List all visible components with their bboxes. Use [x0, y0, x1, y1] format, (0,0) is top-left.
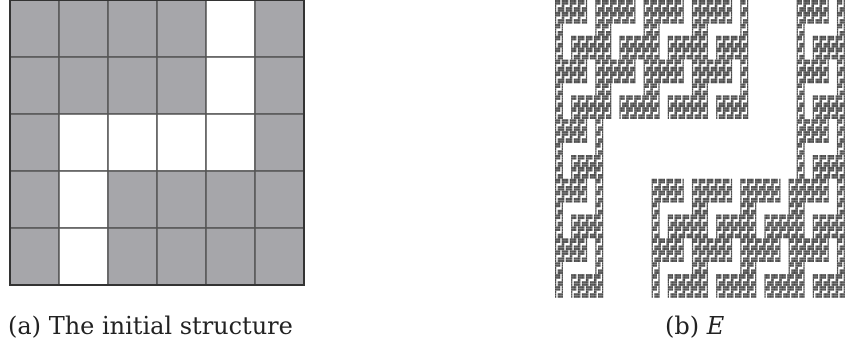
fractal-e-figure — [555, 0, 845, 298]
grid-cell-filled — [107, 0, 158, 58]
grid-cell-filled — [58, 56, 109, 115]
grid-cell-filled — [9, 56, 60, 115]
initial-structure-grid — [9, 0, 305, 286]
grid-cell-empty — [205, 56, 256, 115]
grid-cell-filled — [9, 170, 60, 229]
grid-cell-filled — [156, 227, 207, 286]
grid-cell-filled — [9, 0, 60, 58]
grid-cell-filled — [156, 170, 207, 229]
grid-cell-filled — [107, 56, 158, 115]
caption-b-prefix: (b) — [665, 312, 700, 340]
grid-cell-filled — [254, 0, 305, 58]
caption-b: (b) E — [665, 312, 724, 340]
fractal-e-cells — [555, 0, 845, 298]
grid-cell-empty — [156, 113, 207, 172]
grid-cell-empty — [58, 227, 109, 286]
grid-cell-filled — [107, 227, 158, 286]
grid-cell-filled — [254, 113, 305, 172]
grid-border — [9, 0, 305, 286]
caption-a-text: The initial structure — [48, 312, 293, 340]
grid-cell-empty — [205, 0, 256, 58]
grid-cell-filled — [107, 170, 158, 229]
grid-cell-empty — [205, 113, 256, 172]
grid-cell-filled — [9, 113, 60, 172]
grid-cell-filled — [254, 227, 305, 286]
caption-a: (a) The initial structure — [8, 312, 293, 340]
grid-cell-empty — [58, 113, 109, 172]
grid-cell-filled — [205, 170, 256, 229]
grid-cell-filled — [9, 227, 60, 286]
grid-cell-empty — [107, 113, 158, 172]
grid-cell-filled — [58, 0, 109, 58]
grid-cell-filled — [156, 56, 207, 115]
fractal-e-mass — [555, 0, 845, 298]
panel-initial-structure — [0, 0, 310, 300]
caption-b-symbol: E — [706, 312, 725, 340]
panel-fractal-e — [555, 0, 845, 298]
grid-cell-empty — [58, 170, 109, 229]
grid-cell-filled — [205, 227, 256, 286]
caption-a-prefix: (a) — [8, 312, 42, 340]
grid-cell-filled — [254, 56, 305, 115]
grid-cell-filled — [156, 0, 207, 58]
grid-cell-filled — [254, 170, 305, 229]
